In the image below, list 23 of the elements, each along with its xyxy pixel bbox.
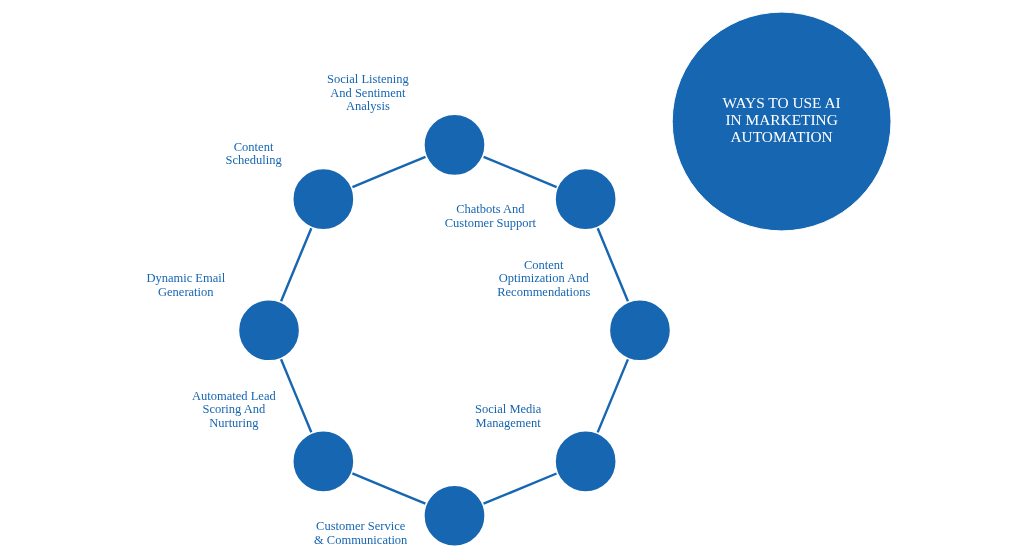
connector [482, 155, 557, 189]
node-label: Social Media Management [474, 402, 541, 430]
connector [482, 472, 557, 505]
connector [279, 227, 312, 302]
node-label: Social Listening And Sentiment Analysis [326, 72, 409, 114]
node-circle [552, 166, 618, 232]
node-circle [290, 428, 356, 495]
node-circle [290, 166, 356, 232]
connector [279, 358, 312, 433]
connector [596, 358, 629, 433]
node-label: Chatbots And Customer Support [444, 202, 536, 230]
node-label: Customer Service & Communication [313, 519, 407, 547]
connector [351, 155, 426, 189]
node-label: Dynamic Email Generation [145, 271, 225, 299]
node-label: Automated Lead Scoring And Nurturing [191, 388, 276, 430]
node-circle [552, 428, 618, 495]
connector [596, 227, 629, 302]
node-circle [421, 112, 487, 178]
node-label: Content Scheduling [224, 139, 282, 168]
node-label: Content Optimization And Recommendations [496, 257, 590, 299]
node-circle [421, 483, 487, 549]
node-circle: WAYS TO USE AI IN MARKETING AUTOMATION [671, 11, 891, 232]
connector [351, 472, 426, 505]
